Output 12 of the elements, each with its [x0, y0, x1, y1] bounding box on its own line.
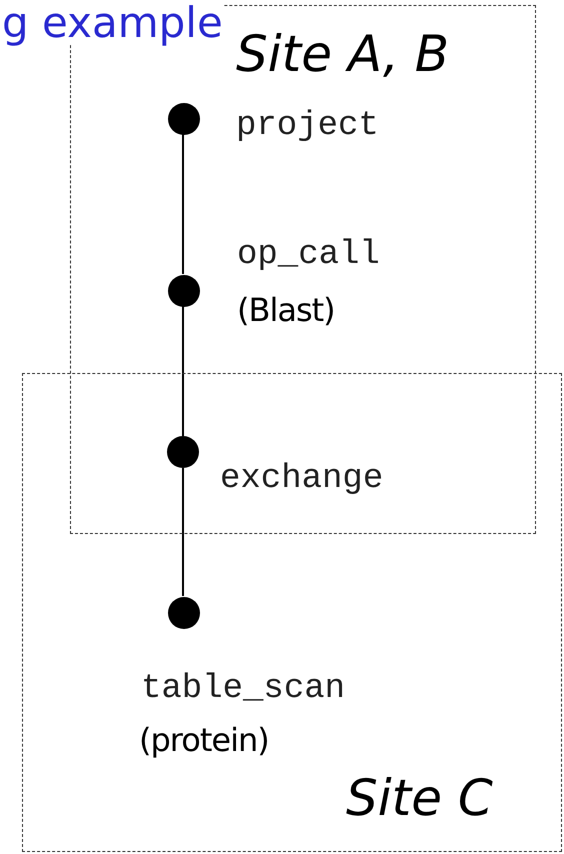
region-title: Site C: [346, 773, 493, 823]
operator-label: table_scan: [141, 671, 346, 708]
operator-label: project: [236, 108, 379, 146]
connector-line: [182, 134, 184, 274]
operator-argument: (Blast): [237, 293, 335, 328]
connector-line: [182, 468, 184, 596]
operator-label: op_call: [237, 237, 380, 274]
region-title: Site A, B: [236, 29, 450, 79]
heading: g example: [2, 2, 223, 44]
operator-label: exchange: [220, 461, 384, 498]
connector-line: [182, 306, 184, 436]
operator-argument: (protein): [139, 723, 269, 758]
